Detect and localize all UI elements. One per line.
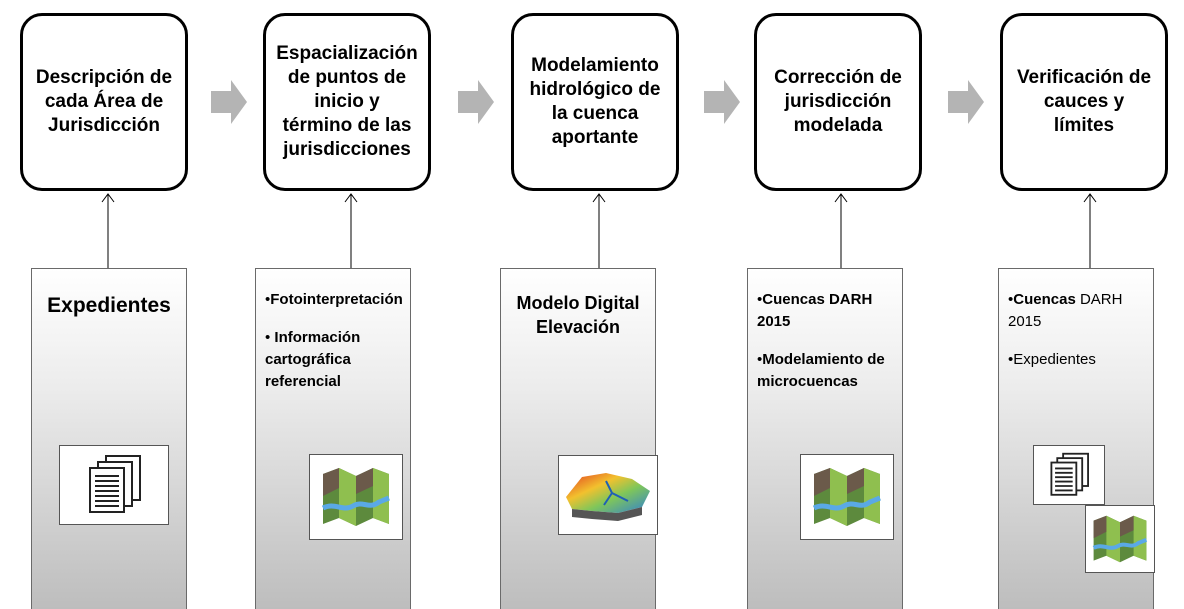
documents-icon <box>59 445 169 525</box>
map-icon <box>800 454 894 540</box>
elevation-model-icon <box>558 455 658 535</box>
step-box-2: Espacialización de puntos de inicio y té… <box>263 13 431 191</box>
input-title-1: Expedientes <box>47 294 171 317</box>
input-connector-5 <box>1083 193 1097 268</box>
list-item: •Modelamiento de microcuencas <box>757 351 885 390</box>
step-title-5: Verificación de cauces y límites <box>1016 67 1152 136</box>
list-item: •Expedientes <box>1008 351 1096 368</box>
input-title-3: Modelo Digital Elevación <box>516 293 640 337</box>
flow-arrow-2 <box>458 80 494 124</box>
input-box-3: Modelo Digital Elevación <box>500 268 658 609</box>
input-list-2: •Fotointerpretación • Información cartog… <box>265 289 404 409</box>
step-box-3: Modelamiento hidrológico de la cuenca ap… <box>511 13 679 191</box>
input-box-5: •Cuencas DARH 2015 •Expedientes <box>998 268 1155 609</box>
list-item: •Cuencas DARH 2015 <box>1008 291 1123 330</box>
map-icon <box>1085 505 1155 573</box>
step-box-5: Verificación de cauces y límites <box>1000 13 1168 191</box>
flow-arrow-1 <box>211 80 247 124</box>
input-box-4: •Cuencas DARH 2015 •Modelamiento de micr… <box>747 268 903 609</box>
step-title-1: Descripción de cada Área de Jurisdicción <box>35 67 173 136</box>
input-list-5: •Cuencas DARH 2015 •Expedientes <box>1008 289 1147 387</box>
input-connector-3 <box>592 193 606 268</box>
flow-arrow-4 <box>948 80 984 124</box>
input-connector-2 <box>344 193 358 268</box>
list-item: • Información cartográfica referencial <box>265 329 361 390</box>
step-title-4: Corrección de jurisdicción modelada <box>774 67 902 136</box>
list-item: •Fotointerpretación <box>265 291 403 308</box>
documents-icon <box>1033 445 1105 505</box>
input-connector-4 <box>834 193 848 268</box>
step-box-4: Corrección de jurisdicción modelada <box>754 13 922 191</box>
input-box-2: •Fotointerpretación • Información cartog… <box>255 268 411 609</box>
flow-arrow-3 <box>704 80 740 124</box>
list-item: •Cuencas DARH 2015 <box>757 291 873 330</box>
map-icon <box>309 454 403 540</box>
input-box-1: Expedientes <box>31 268 187 609</box>
step-title-3: Modelamiento hidrológico de la cuenca ap… <box>529 55 661 148</box>
input-list-4: •Cuencas DARH 2015 •Modelamiento de micr… <box>757 289 896 409</box>
step-title-2: Espacialización de puntos de inicio y té… <box>276 43 418 160</box>
input-connector-1 <box>101 193 115 268</box>
step-box-1: Descripción de cada Área de Jurisdicción <box>20 13 188 191</box>
